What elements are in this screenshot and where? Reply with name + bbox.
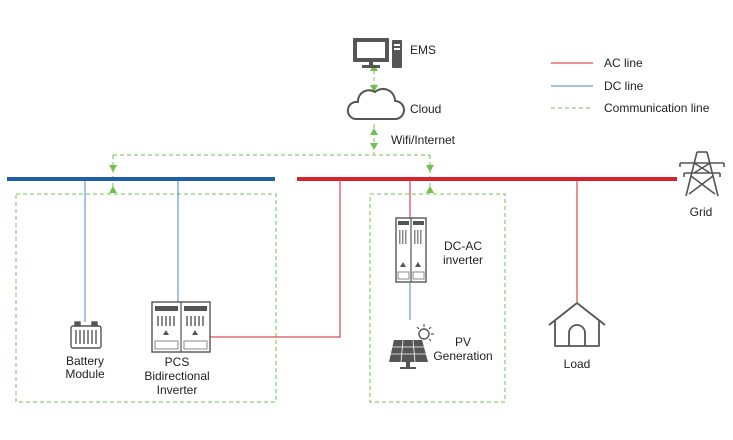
load-label: Load bbox=[563, 357, 591, 371]
wifi-internet-label: Wifi/Internet bbox=[391, 133, 456, 147]
pv-label-line1: PV bbox=[454, 335, 472, 349]
dcac-label-line2: inverter bbox=[442, 253, 484, 267]
solar-panel-icon bbox=[389, 324, 434, 369]
storage-group-box bbox=[15, 193, 277, 403]
dcac-label-line1: DC-AC bbox=[444, 239, 482, 253]
pv-label-line2: Generation bbox=[433, 349, 493, 363]
communication-arrows bbox=[109, 64, 434, 193]
pcs-label-line1: PCS bbox=[164, 355, 190, 369]
battery-label-line2: Module bbox=[65, 367, 105, 381]
ems-label: EMS bbox=[410, 43, 437, 57]
pcs-label-line3: Inverter bbox=[156, 383, 198, 397]
battery-label-line1: Battery bbox=[65, 354, 105, 368]
inverter-cabinet-icon bbox=[151, 301, 211, 353]
cloud-label: Cloud bbox=[410, 102, 442, 116]
legend-dc-label: DC line bbox=[604, 79, 644, 93]
legend-comm-label: Communication line bbox=[604, 101, 710, 115]
pv-group-box bbox=[369, 193, 506, 403]
transmission-tower-icon bbox=[679, 151, 725, 197]
dcac-inverter-cabinet-icon bbox=[395, 217, 427, 283]
pcs-label-line2: Bidirectional bbox=[144, 369, 210, 383]
cloud-icon bbox=[346, 87, 405, 120]
house-icon bbox=[548, 302, 606, 347]
grid-label: Grid bbox=[689, 205, 713, 219]
battery-icon bbox=[70, 321, 102, 349]
legend-ac-label: AC line bbox=[604, 56, 643, 70]
ac-line-pcs bbox=[210, 181, 341, 338]
monitor-icon bbox=[353, 38, 402, 68]
